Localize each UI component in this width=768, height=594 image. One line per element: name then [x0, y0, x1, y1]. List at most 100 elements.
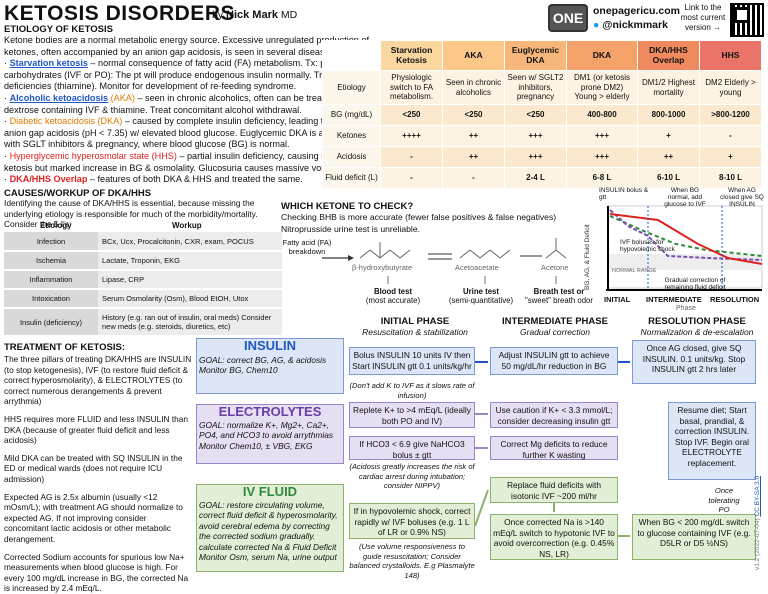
- dka-name: Diabetic ketoacidosis: [9, 116, 95, 127]
- ann-range: NORMAL RANGE: [612, 268, 657, 274]
- table-cell: <250: [442, 104, 505, 126]
- hhs-abbr: (HHS): [151, 150, 177, 161]
- table-cell: <250: [504, 104, 567, 126]
- acetone-label: Acetone: [541, 263, 569, 272]
- resolution-sq-insulin-step: Once AG closed, give SQ INSULIN. 0.1 uni…: [632, 340, 756, 384]
- causes-row: Insulin (deficiency)History (e.g. ran ou…: [4, 308, 282, 337]
- table-cell: 800-1000: [637, 104, 700, 126]
- license-link[interactable]: CC BY-SA 3.0: [754, 475, 761, 517]
- aka-text: – seen in chronic alcoholics, often can …: [4, 92, 354, 115]
- twitter-row[interactable]: ● @nickmmark: [593, 18, 680, 32]
- causes-etiology-cell: Infection: [4, 232, 98, 252]
- treatment-p5: Corrected Sodium accounts for spurious l…: [4, 551, 189, 594]
- author-degree: MD: [280, 9, 298, 21]
- ketone-heading: WHICH KETONE TO CHECK?: [281, 201, 414, 212]
- table-cell: Seen w/ SGLT2 inhibitors, pregnancy: [504, 70, 567, 105]
- phase-label-resolution: RESOLUTION: [710, 295, 760, 304]
- causes-workup-cell: History (e.g. ran out of insulin, oral m…: [98, 308, 282, 337]
- byline: by Nick Mark MD: [212, 9, 297, 21]
- normal-range-band: [608, 254, 762, 270]
- treatment-p3: Mild DKA can be treated with SQ INSULIN …: [4, 452, 183, 484]
- twitter-icon: ●: [593, 19, 600, 31]
- ketone-line1: Checking BHB is more accurate (fewer fal…: [281, 212, 557, 222]
- causes-workup-cell: Lipase, CRP: [98, 270, 282, 290]
- table-row-label: BG (mg/dL): [322, 104, 381, 126]
- intermediate-phase-title: INTERMEDIATE PHASE: [502, 316, 608, 327]
- chart-ylabel: BG, AG, & Fluid Deficit: [584, 224, 591, 290]
- causes-etiology-cell: Ischemia: [4, 251, 98, 271]
- table-row-label: Fluid deficit (L): [322, 167, 381, 189]
- bg-line: [609, 213, 763, 265]
- twitter-link[interactable]: @nickmmark: [602, 19, 668, 31]
- resolution-phase-sub: Normalization & de-escalation: [640, 327, 754, 337]
- table-col-header: DKA: [566, 40, 638, 71]
- resolution-po-note: Once tolerating PO: [708, 486, 740, 514]
- aceto-label: Acetoacetate: [455, 263, 499, 272]
- table-cell: +++: [566, 146, 638, 168]
- arrow-i4-m4: [474, 489, 489, 527]
- starvation-text: – normal consequence of fatty acid (FA) …: [4, 58, 358, 92]
- table-col-header: DKA/HHS Overlap: [637, 40, 700, 71]
- bhb-structure: [359, 249, 411, 259]
- intermediate-k-caution: Use caution if K+ < 3.3 mmol/L; consider…: [490, 402, 618, 428]
- urine-test-label: Urine test: [463, 287, 499, 296]
- hhs-name: Hyperglycemic hyperosmolar state: [9, 150, 150, 161]
- chart-xlabel: Phase: [676, 305, 696, 312]
- overlap-text: – features of both DKA & HHS and treated…: [87, 174, 303, 185]
- insulin-goal: GOAL: correct BG, AG, & acidosis: [199, 354, 327, 365]
- breath-test: Breath test or"sweet" breath odor: [520, 287, 598, 305]
- ann-insulin: INSULIN bolus & gtt: [599, 187, 649, 201]
- ivf-pillar: IV FLUID GOAL: restore circulating volum…: [196, 484, 344, 572]
- table-cell: ++: [442, 146, 505, 168]
- table-row: Ketones+++++++++++++-: [322, 125, 762, 147]
- aka-link[interactable]: Alcoholic ketoacidosis: [9, 92, 109, 103]
- table-row-label: Etiology: [322, 70, 381, 105]
- blood-test-sub[interactable]: (most accurate): [365, 296, 421, 305]
- table-cell: <250: [380, 104, 443, 126]
- table-cell: DM1/2 Highest mortality: [637, 70, 700, 105]
- urine-test: Urine test(semi-quantitative): [436, 287, 526, 305]
- dka-text: – caused by complete insulin deficiency,…: [4, 116, 376, 150]
- resolution-phase-title: RESOLUTION PHASE: [648, 316, 746, 327]
- table-cell: 6-8 L: [566, 167, 638, 189]
- bhb-label: β-hydroxybutyrate: [352, 263, 413, 272]
- table-cell: Seen in chronic alcoholics: [442, 70, 505, 105]
- causes-workup-cell: BCx, Ucx, Procalcitonin, CXR, exam, POCU…: [98, 232, 282, 252]
- fluid-deficit-line: [609, 215, 763, 257]
- table-cell: 400-800: [566, 104, 638, 126]
- lytes-goal: GOAL: normalize K+, Mg2+, Ca2+, PO4, and…: [199, 419, 334, 441]
- one-logo[interactable]: ONE: [548, 4, 588, 32]
- version-stamp: v1.2 (2022-07-04) CC BY-SA 3.0: [754, 476, 761, 570]
- urine-test-sub: (semi-quantitative): [448, 296, 514, 305]
- version-text: v1.2 (2022-07-04): [754, 518, 761, 570]
- ivf-calc: calculate corrected Na & Fluid Deficit: [199, 541, 337, 552]
- blood-test-label: Blood test: [373, 287, 413, 296]
- insulin-pillar: INSULIN GOAL: correct BG, AG, & acidosis…: [196, 338, 344, 394]
- treatment-p2: HHS requires more FLUID and less INSULIN…: [4, 413, 188, 446]
- initial-k-note: (Don't add K to IVF as it slows rate of …: [349, 381, 475, 400]
- etiology-heading: ETIOLOGY OF KETOSIS: [4, 24, 113, 35]
- blood-test: Blood test(most accurate): [362, 287, 424, 305]
- ag-line: [609, 209, 763, 261]
- table-col-header: Euglycemic DKA: [504, 40, 567, 71]
- site-link[interactable]: onepagericu.com: [593, 5, 680, 17]
- starvation-link[interactable]: Starvation ketosis: [9, 58, 88, 69]
- table-cell: 8-10 L: [699, 167, 762, 189]
- site-links: onepagericu.com ● @nickmmark: [593, 4, 680, 32]
- table-row-label: Acidosis: [322, 146, 381, 168]
- initial-bicarb-step: If HCO3 < 6.9 give NaHCO3 bolus ± gtt: [349, 436, 475, 460]
- table-cell: >800-1200: [699, 104, 762, 126]
- page-title: KETOSIS DISORDERS: [4, 2, 235, 25]
- causes-workup-cell: Serum Osmolarity (Osm), Blood EtOH, Utox: [98, 289, 282, 309]
- qr-code-icon[interactable]: [730, 3, 764, 37]
- resolution-glucose-step: When BG < 200 mg/dL switch to glucose co…: [632, 514, 756, 560]
- acetone-structure: [545, 249, 567, 259]
- aceto-structure: [459, 249, 511, 259]
